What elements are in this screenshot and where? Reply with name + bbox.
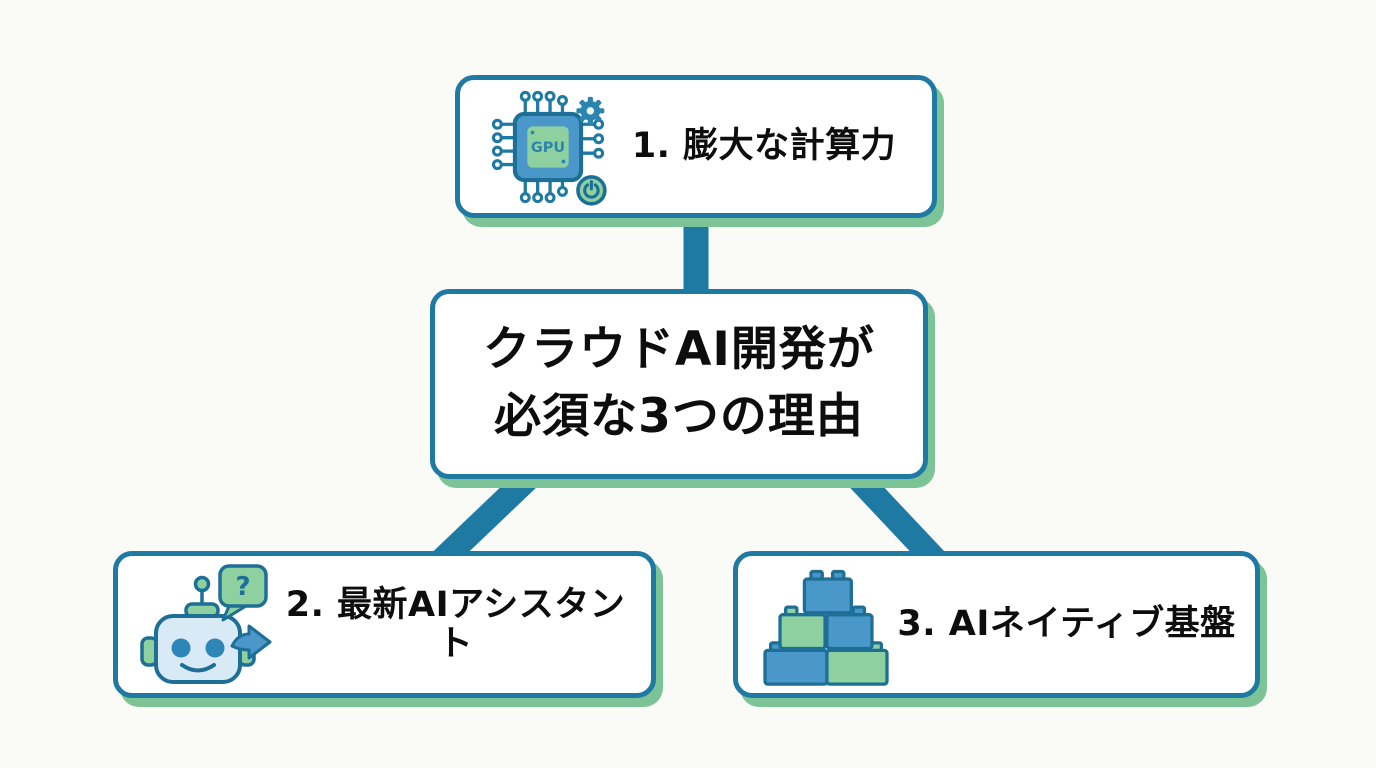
- node-ai-native-foundation: 3. AIネイティブ基盤: [733, 551, 1260, 698]
- gpu-chip-icon: GPU: [486, 85, 610, 209]
- building-blocks-icon: [760, 564, 892, 686]
- node-ai-assistant: ? 2. 最新AIアシスタント: [113, 551, 656, 698]
- chip-label: GPU: [531, 140, 565, 156]
- chip-inner: [527, 125, 569, 168]
- robot-eye-left: [171, 638, 191, 657]
- connector-center-to-bottom-right: [833, 453, 950, 574]
- robot-eye-right: [205, 638, 225, 657]
- gear-icon: [576, 96, 605, 125]
- node-main-title: クラウドAI開発が 必須な3つの理由: [430, 289, 928, 479]
- node-ai-assistant-label: 2. 最新AIアシスタント: [285, 585, 626, 664]
- bubble-question-mark: ?: [235, 572, 250, 602]
- robot-assistant-icon: ?: [134, 562, 274, 688]
- robot-smile: [180, 662, 216, 672]
- power-button-icon: [576, 174, 607, 206]
- block-middle-right: [825, 605, 874, 650]
- block-top: [802, 569, 853, 614]
- circuit-traces: [491, 90, 605, 203]
- main-title-line-1: クラウドAI開発が: [483, 322, 875, 378]
- node-compute-power: GPU: [455, 75, 937, 218]
- connector-center-to-bottom-left: [428, 452, 554, 575]
- main-title-line-2: 必須な3つの理由: [494, 389, 864, 444]
- question-bubble-icon: ?: [218, 563, 268, 621]
- arrow-right-icon: [230, 624, 272, 659]
- node-compute-label: 1. 膨大な計算力: [631, 126, 897, 167]
- node-ai-native-label: 3. AIネイティブ基盤: [897, 604, 1236, 645]
